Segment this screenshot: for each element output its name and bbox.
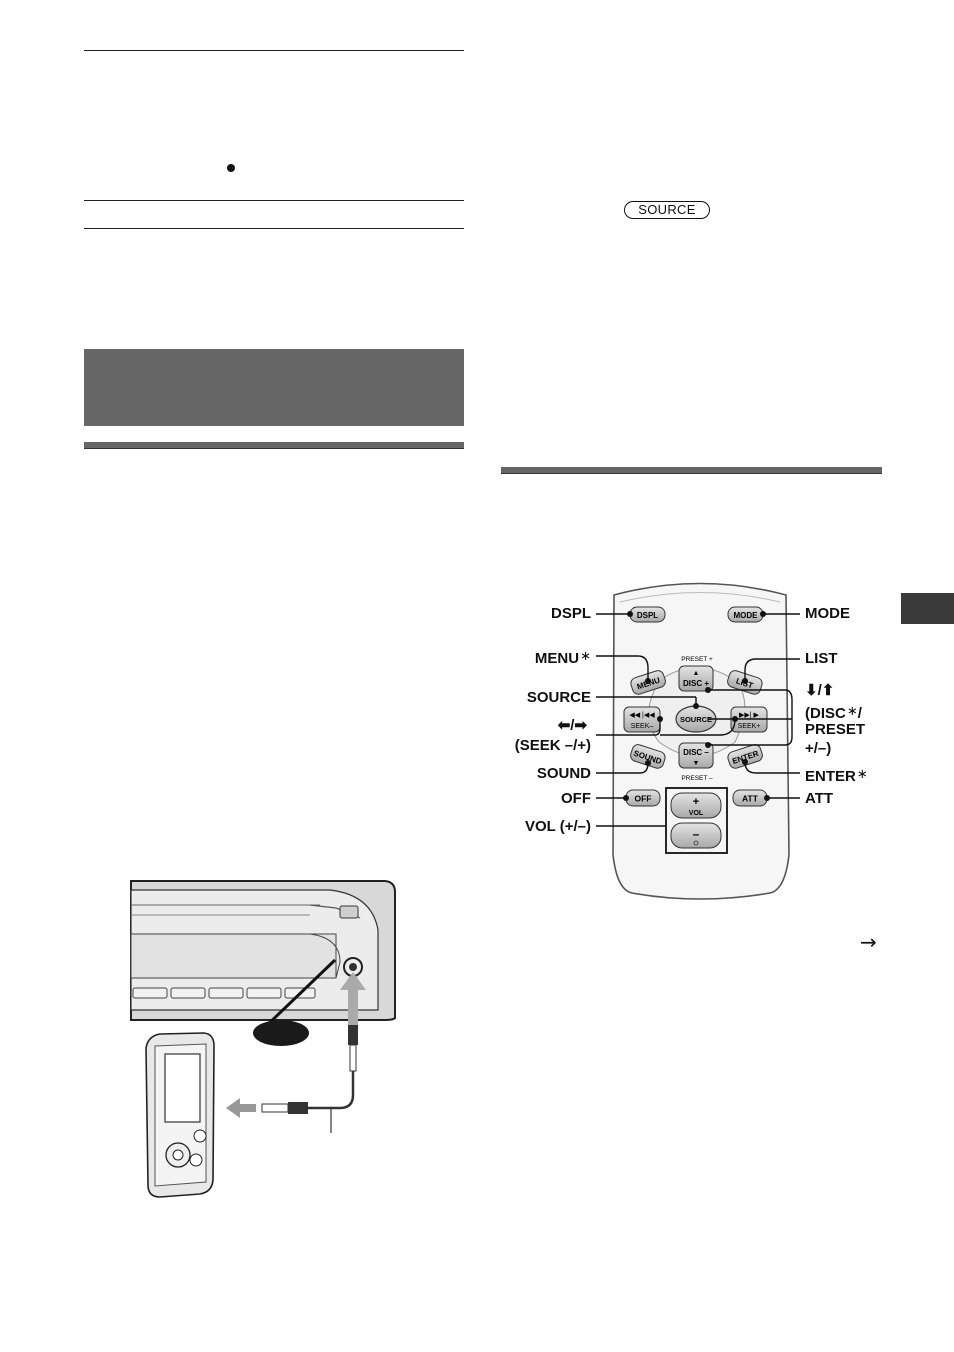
svg-text:SOURCE: SOURCE	[680, 715, 712, 724]
svg-text:MODE: MODE	[734, 611, 759, 620]
svg-text:SEEK+: SEEK+	[738, 723, 761, 730]
top-rule	[84, 50, 464, 51]
svg-text:SEEK–: SEEK–	[631, 723, 654, 730]
section-rule-1	[84, 200, 464, 201]
label-disc: (DISC∗/	[805, 703, 862, 722]
heading-rule-left	[84, 442, 464, 449]
section-rule-2	[84, 228, 464, 229]
svg-text:DISC +: DISC +	[683, 679, 709, 688]
bullet-dot	[227, 164, 235, 172]
label-seek-arrows: ⬅/➡	[557, 717, 587, 734]
label-preset: PRESET	[805, 721, 866, 738]
sound-key	[630, 744, 666, 769]
label-off: OFF	[561, 790, 591, 807]
svg-text:ATT: ATT	[742, 794, 759, 804]
label-att: ATT	[805, 790, 834, 807]
vol-plus-key	[670, 792, 722, 819]
side-tab	[901, 593, 954, 624]
label-list: LIST	[805, 650, 838, 667]
label-enter: ENTER∗	[805, 766, 868, 785]
disc-plus-key	[678, 665, 714, 692]
svg-text:PRESET +: PRESET +	[681, 656, 713, 663]
label-vol: VOL (+/–)	[525, 818, 591, 835]
svg-text:▼: ▼	[693, 760, 700, 767]
svg-text:▶▶| ▶: ▶▶| ▶	[739, 712, 760, 719]
svg-text:+: +	[693, 796, 699, 808]
svg-text:–: –	[693, 827, 700, 841]
enter-key	[727, 744, 763, 769]
svg-text:OFF: OFF	[635, 794, 652, 804]
svg-text:◀◀ |◀◀: ◀◀ |◀◀	[629, 712, 655, 719]
label-source: SOURCE	[526, 689, 591, 706]
label-seek: (SEEK –/+)	[514, 737, 591, 754]
asterisk-mark: ∗	[580, 648, 591, 663]
vol-minus-key	[670, 822, 722, 849]
heading-rule-right	[501, 467, 882, 474]
label-menu: MENU∗	[534, 648, 591, 667]
source-key-label: SOURCE	[624, 201, 710, 219]
svg-text:DISC –: DISC –	[683, 748, 709, 757]
aux-callout	[253, 1020, 309, 1046]
section-banner	[84, 349, 464, 426]
svg-text:DSPL: DSPL	[637, 611, 658, 620]
label-dspl: DSPL	[550, 605, 591, 622]
svg-text:PRESET –: PRESET –	[681, 775, 713, 782]
label-disc-arrows: ⬇/⬆	[805, 682, 835, 699]
disc-minus-key	[678, 742, 714, 769]
label-mode: MODE	[805, 605, 850, 622]
label-sound: SOUND	[536, 765, 591, 782]
label-preset-pm: +/–)	[805, 740, 832, 757]
svg-text:VOL: VOL	[689, 810, 704, 817]
continue-arrow: →	[860, 930, 877, 954]
svg-text:▲: ▲	[693, 670, 700, 677]
